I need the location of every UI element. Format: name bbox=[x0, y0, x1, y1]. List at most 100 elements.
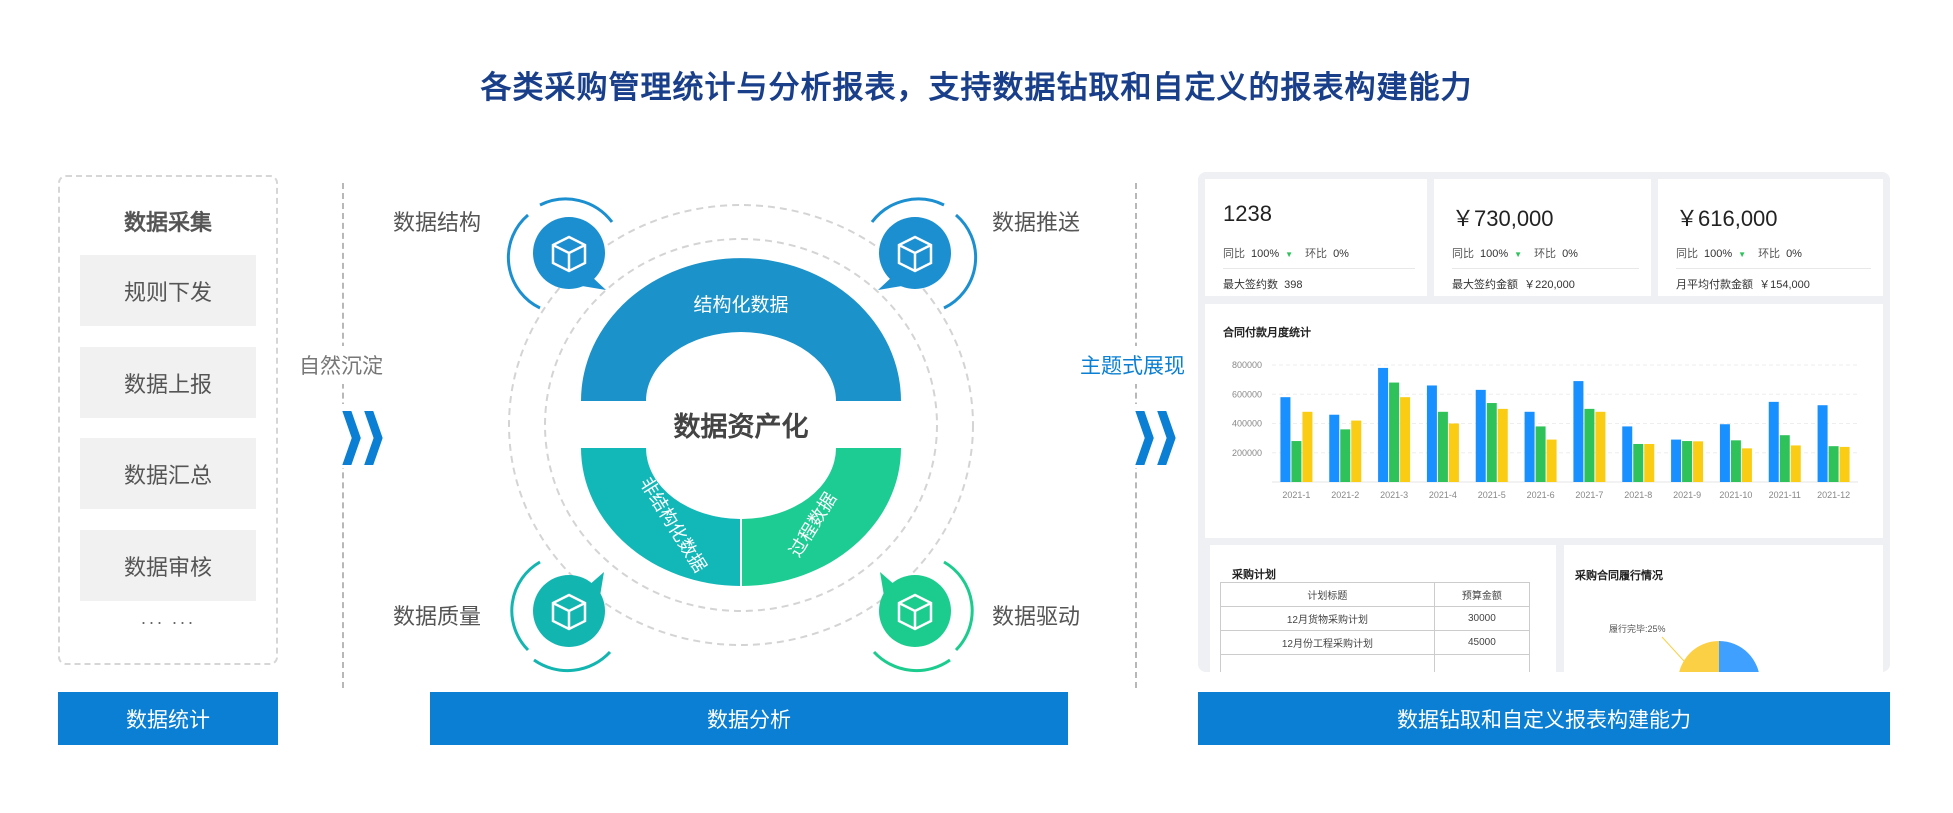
structured-data-segment bbox=[581, 258, 901, 401]
pie-slice-other bbox=[1719, 641, 1759, 672]
pie-label: 履行完毕:25% bbox=[1609, 624, 1666, 634]
stat-foot: 最大签约金额 ￥220,000 bbox=[1452, 276, 1575, 292]
cell-budget: 30000 bbox=[1433, 606, 1531, 631]
node-label-data-quality: 数据质量 bbox=[393, 604, 482, 629]
foot-value: 398 bbox=[1284, 279, 1303, 291]
bar bbox=[1389, 382, 1400, 482]
bar bbox=[1497, 408, 1508, 482]
bar bbox=[1340, 429, 1351, 482]
natural-settle-label: 自然沉淀 bbox=[299, 346, 383, 384]
collection-item: 规则下发 bbox=[80, 255, 256, 326]
bar bbox=[1633, 443, 1644, 482]
node-label-data-driven: 数据驱动 bbox=[992, 604, 1081, 629]
page-title: 各类采购管理统计与分析报表，支持数据钻取和自定义的报表构建能力 bbox=[480, 70, 1473, 105]
bar bbox=[1741, 448, 1752, 482]
x-tick-label: 2021-2 bbox=[1331, 490, 1359, 500]
bar bbox=[1524, 411, 1535, 482]
collection-item: 数据上报 bbox=[80, 347, 256, 418]
column-header: 计划标题 bbox=[1220, 582, 1435, 607]
data-collection-heading: 数据采集 bbox=[123, 210, 212, 235]
chevron-bg bbox=[326, 404, 364, 468]
mom-label: 环比 bbox=[1305, 248, 1328, 260]
bar bbox=[1622, 426, 1633, 482]
bar bbox=[1644, 443, 1655, 482]
cell-title: 12月货物采购计划 bbox=[1220, 606, 1435, 631]
yoy-label: 同比 bbox=[1223, 248, 1245, 260]
bar bbox=[1839, 446, 1850, 482]
bar bbox=[1730, 440, 1741, 482]
x-tick-label: 2021-12 bbox=[1817, 490, 1850, 500]
double-chevron-right-icon: ❱❱ bbox=[335, 404, 388, 464]
more-ellipsis: ··· ··· bbox=[140, 612, 196, 632]
data-statistics-button[interactable]: 数据统计 bbox=[58, 692, 278, 745]
cube-icon bbox=[551, 593, 587, 631]
yoy-label: 同比 bbox=[1452, 248, 1474, 260]
table-header-row: 计划标题预算金额 bbox=[1220, 582, 1531, 607]
bar bbox=[1329, 414, 1340, 482]
divider bbox=[1452, 268, 1639, 269]
down-triangle-icon: ▼ bbox=[1738, 250, 1747, 259]
x-tick-label: 2021-7 bbox=[1575, 490, 1603, 500]
bar bbox=[1437, 411, 1448, 482]
cube-icon bbox=[551, 235, 587, 273]
foot-label: 最大签约金额 bbox=[1452, 279, 1518, 291]
y-tick-label: 600000 bbox=[1232, 389, 1262, 399]
x-tick-label: 2021-10 bbox=[1719, 490, 1752, 500]
drilldown-report-button[interactable]: 数据钻取和自定义报表构建能力 bbox=[1198, 692, 1890, 745]
inner-dashed-ring bbox=[544, 238, 938, 612]
data-analysis-button[interactable]: 数据分析 bbox=[430, 692, 1068, 745]
stat-foot: 月平均付款金额 ￥154,000 bbox=[1676, 276, 1810, 292]
x-tick-label: 2021-1 bbox=[1282, 490, 1310, 500]
data-collection-box bbox=[58, 175, 278, 665]
bar bbox=[1426, 385, 1437, 482]
pie-title: 采购合同履行情况 bbox=[1575, 570, 1663, 582]
mom-value: 0% bbox=[1562, 248, 1578, 260]
plan-title: 采购计划 bbox=[1232, 569, 1276, 581]
data-structure-node bbox=[506, 197, 614, 310]
mom-value: 0% bbox=[1333, 248, 1349, 260]
down-triangle-icon: ▼ bbox=[1285, 250, 1294, 259]
data-driven-node bbox=[872, 560, 974, 673]
foot-label: 最大签约数 bbox=[1223, 279, 1278, 291]
y-tick-label: 400000 bbox=[1232, 419, 1262, 429]
x-tick-label: 2021-9 bbox=[1673, 490, 1701, 500]
collection-item: 数据汇总 bbox=[80, 438, 256, 509]
foot-value: ￥154,000 bbox=[1759, 279, 1810, 291]
bar bbox=[1817, 405, 1828, 482]
bar bbox=[1671, 439, 1682, 482]
stat-foot: 最大签约数 398 bbox=[1223, 276, 1302, 292]
bar bbox=[1768, 401, 1779, 482]
y-tick-label: 800000 bbox=[1232, 360, 1262, 370]
stat-value: 1238 bbox=[1223, 201, 1272, 226]
x-tick-label: 2021-5 bbox=[1478, 490, 1506, 500]
stat-compare: 同比 100% ▼ 环比 0% bbox=[1223, 245, 1355, 261]
data-asset-diagram: 结构化数据 非结构化数据 过程数据 数据资产化 bbox=[506, 197, 978, 673]
bar bbox=[1828, 446, 1839, 482]
bar bbox=[1573, 381, 1584, 482]
bar bbox=[1682, 441, 1693, 482]
yoy-value: 100% bbox=[1480, 248, 1509, 260]
cell-budget: 45000 bbox=[1433, 630, 1531, 655]
cube-icon bbox=[897, 235, 933, 273]
mom-label: 环比 bbox=[1534, 248, 1557, 260]
stat-value: ￥730,000 bbox=[1452, 206, 1554, 231]
process-data-segment bbox=[742, 448, 901, 586]
mom-value: 0% bbox=[1786, 248, 1802, 260]
x-tick-label: 2021-6 bbox=[1527, 490, 1555, 500]
divider bbox=[1223, 268, 1415, 269]
yoy-value: 100% bbox=[1251, 248, 1280, 260]
yoy-label: 同比 bbox=[1676, 248, 1698, 260]
x-tick-label: 2021-8 bbox=[1624, 490, 1652, 500]
column-header: 预算金额 bbox=[1433, 582, 1531, 607]
foot-label: 月平均付款金额 bbox=[1676, 279, 1753, 291]
cell-title: 12月份工程采购计划 bbox=[1220, 630, 1435, 655]
contract-performance-card: 采购合同履行情况 履行完毕:25% bbox=[1564, 545, 1883, 672]
divider bbox=[1676, 268, 1871, 269]
bar bbox=[1291, 441, 1302, 482]
y-tick-label: 200000 bbox=[1232, 448, 1262, 458]
